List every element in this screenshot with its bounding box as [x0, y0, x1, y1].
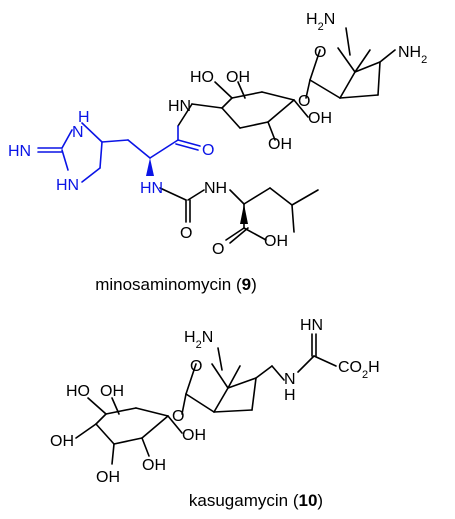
m-label-n-imid: N: [72, 124, 84, 141]
m-label-nh2-right: NH2: [398, 44, 427, 66]
k-inositol-ring-bonds: [75, 397, 183, 465]
m-label-hn-link: HN: [168, 98, 191, 115]
m-label-hn-exo: HN: [8, 143, 31, 160]
m-label-hn-amide: HN: [140, 180, 163, 197]
m-label-o-glyc: O: [298, 93, 310, 110]
k-label-oh-bottom-right: OH: [142, 457, 166, 474]
k-label-o-glyc: O: [172, 408, 184, 425]
m-label-hn-ring: HN: [56, 177, 79, 194]
m-label-o-amide: O: [202, 142, 214, 159]
minosaminomycin-structure: H2N O NH2 HO OH HN O OH OH H N HN HN O H…: [8, 11, 427, 258]
m-wedge-bond-leucine: [240, 204, 248, 224]
k-label-oh-left: OH: [50, 433, 74, 450]
caption-compound-10: kasugamycin (10): [189, 491, 323, 510]
m-aminosugar-ring-bonds: [305, 27, 396, 99]
k-aminosugar-ring-bonds: [181, 347, 273, 415]
m-label-h-imid: H: [78, 109, 90, 126]
m-label-oh-acid: OH: [264, 233, 288, 250]
m-label-oh-right: OH: [308, 110, 332, 127]
m-label-oh-top: OH: [226, 69, 250, 86]
m-wedge-bond-alpha: [146, 158, 154, 176]
m-highlighted-bonds: [37, 122, 201, 183]
m-label-o-urea: O: [180, 225, 192, 242]
k-amidine-bonds: [271, 333, 337, 381]
m-label-ho: HO: [190, 69, 214, 86]
k-label-n: N: [284, 371, 296, 388]
k-label-oh-top: OH: [100, 383, 124, 400]
m-label-o-acid: O: [212, 241, 224, 258]
m-middle-ring-bonds: [177, 81, 309, 141]
k-label-oh-bottom: OH: [96, 469, 120, 486]
m-label-h2n-top: H2N: [306, 11, 335, 33]
caption-compound-9: minosaminomycin (9): [95, 275, 257, 294]
k-label-h2n: H2N: [184, 329, 213, 351]
m-label-nh-urea: NH: [204, 180, 227, 197]
k-label-co2h: CO2H: [338, 359, 380, 381]
kasugamycin-structure: H2N O HN CO2H N H HO OH O OH OH OH OH: [50, 317, 380, 486]
k-label-oh-right: OH: [182, 427, 206, 444]
m-urea-leucine-bonds: [159, 187, 319, 244]
m-label-o-ring: O: [314, 44, 326, 61]
k-label-h: H: [284, 387, 296, 404]
k-label-o-ring: O: [190, 358, 202, 375]
k-label-ho: HO: [66, 383, 90, 400]
k-label-hn-top: HN: [300, 317, 323, 334]
m-label-oh-bottom: OH: [268, 136, 292, 153]
